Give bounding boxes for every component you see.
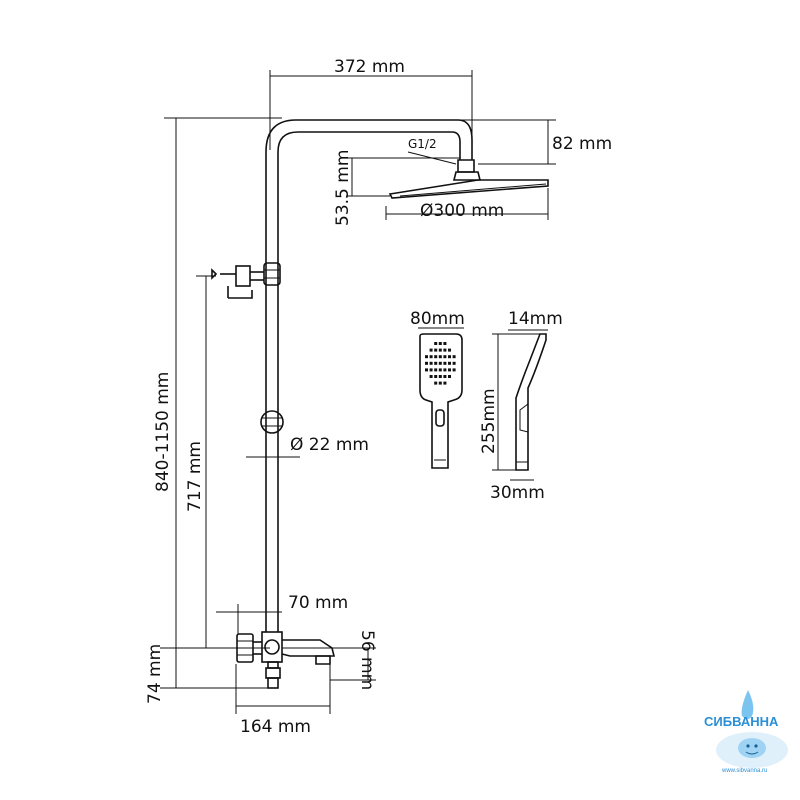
- dim-head-offset: 53.5 mm: [333, 150, 353, 226]
- nozzle-dot: [452, 368, 456, 372]
- dim-hand-depth-bottom: 30mm: [490, 483, 545, 503]
- nozzle-dot: [429, 361, 433, 365]
- shower-riser: [211, 119, 549, 632]
- nozzle-dot: [438, 381, 442, 385]
- dim-total-height: 840-1150 mm: [153, 372, 173, 492]
- nozzle-dot: [443, 348, 447, 352]
- nozzle-dot: [429, 355, 433, 359]
- logo-name: СИБВАННА: [704, 714, 779, 729]
- nozzle-dot: [438, 355, 442, 359]
- nozzle-dot: [452, 355, 456, 359]
- handshower-holder: [211, 265, 264, 299]
- nozzle-dot: [443, 342, 447, 345]
- nozzle-dot: [452, 361, 456, 365]
- nozzle-dot: [438, 348, 442, 352]
- nozzle-dot: [425, 355, 428, 359]
- nozzle-dot: [448, 375, 451, 378]
- nozzle-dot: [443, 361, 447, 365]
- nozzle-dot: [448, 368, 451, 372]
- dim-spout-height: 56 mm: [357, 630, 377, 690]
- nozzle-dot: [425, 368, 428, 372]
- nozzle-dot: [443, 368, 447, 372]
- dim-head-height: 82 mm: [552, 134, 612, 154]
- nozzle-dot: [425, 361, 428, 365]
- nozzle-grid: [425, 342, 456, 385]
- dim-outlet-offset: 70 mm: [288, 593, 348, 613]
- hand-shower-side: [492, 329, 548, 481]
- nozzle-dot: [434, 348, 438, 352]
- nozzle-dot: [434, 381, 438, 385]
- dim-hand-width: 80mm: [410, 309, 465, 329]
- nozzle-dot: [434, 361, 438, 365]
- logo-url: www.sibvanna.ru: [721, 768, 767, 774]
- nozzle-dot: [448, 361, 451, 365]
- dim-hand-depth-top: 14mm: [508, 309, 563, 329]
- nozzle-dot: [429, 348, 433, 352]
- dim-hand-length: 255mm: [479, 388, 499, 454]
- dim-base-height: 74 mm: [145, 644, 165, 704]
- nozzle-dot: [448, 348, 451, 352]
- nozzle-dot: [438, 368, 442, 372]
- nozzle-dot: [429, 375, 433, 378]
- dim-head-diameter: Ø300 mm: [420, 201, 504, 221]
- nozzle-dot: [434, 368, 438, 372]
- hand-shower-front: [418, 327, 464, 469]
- sibvanna-logo: СИБВАННА www.sibvanna.ru: [704, 690, 788, 774]
- dim-top-width: 372 mm: [334, 57, 405, 77]
- water-drop-icon: [741, 690, 754, 719]
- dim-thread: G1/2: [408, 137, 437, 151]
- nozzle-dot: [429, 368, 433, 372]
- nozzle-dot: [443, 355, 447, 359]
- dimension-lines: [160, 70, 556, 714]
- nozzle-dot: [438, 375, 442, 378]
- dimension-labels: 372 mm 82 mm G1/2 53.5 mm Ø300 mm 840-11…: [145, 57, 612, 737]
- nozzle-dot: [448, 355, 451, 359]
- dim-spout-length: 164 mm: [240, 717, 311, 737]
- nozzle-dot: [438, 361, 442, 365]
- nozzle-dot: [434, 355, 438, 359]
- nozzle-dot: [434, 342, 438, 345]
- rain-shower-head: [388, 159, 549, 199]
- nozzle-dot: [443, 381, 447, 385]
- nozzle-dot: [438, 342, 442, 345]
- dim-bar-height: 717 mm: [185, 441, 205, 512]
- nozzle-dot: [434, 375, 438, 378]
- nozzle-dot: [443, 375, 447, 378]
- thermostatic-mixer: [236, 631, 336, 689]
- dim-bar-diameter: Ø 22 mm: [290, 435, 369, 455]
